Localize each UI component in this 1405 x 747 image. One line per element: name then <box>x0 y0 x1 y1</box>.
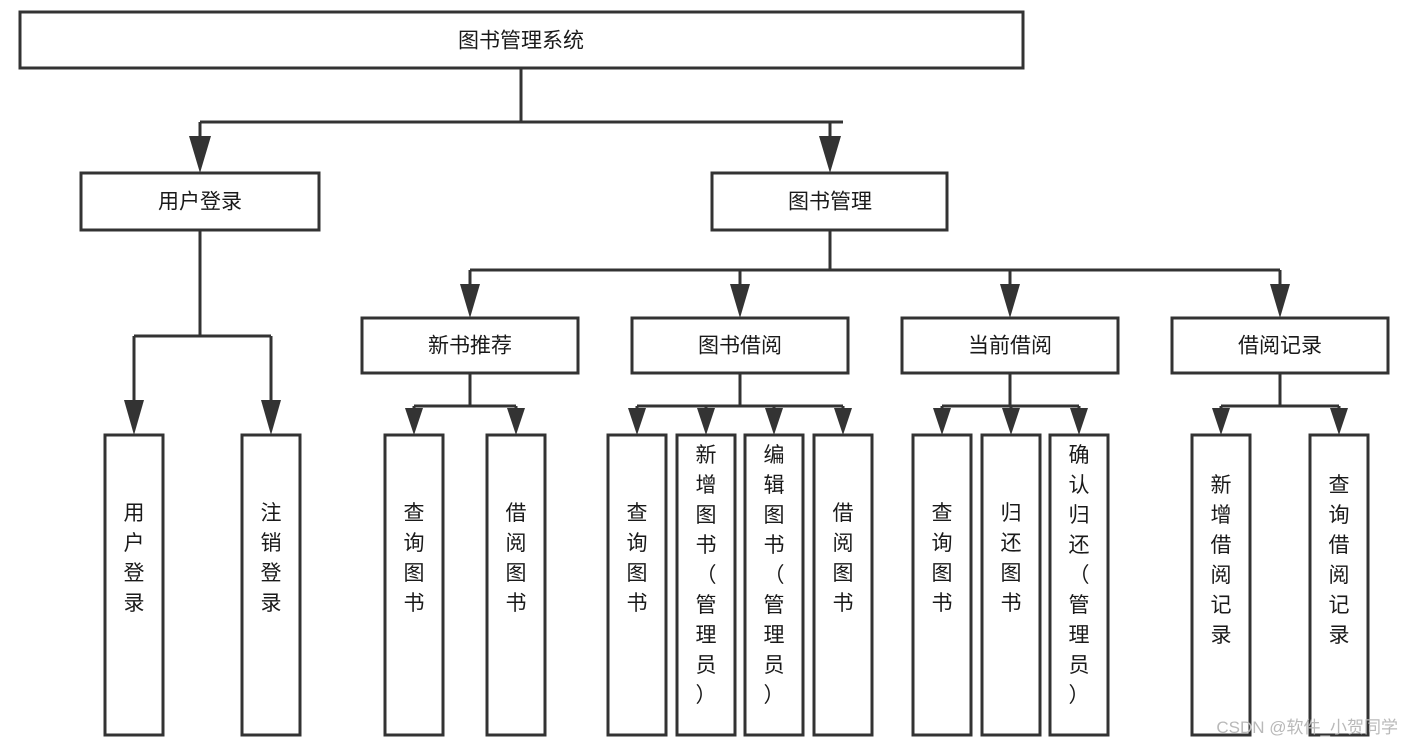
node-box-shape[interactable] <box>103 433 165 737</box>
node-book-management[interactable]: 图书管理 <box>710 171 949 232</box>
arrow-head-icon <box>507 408 525 435</box>
edge-bookmgmt-to-level3 <box>460 230 1290 318</box>
node-leaf-confirm-return-admin[interactable]: 确认归还（管理员） <box>1048 433 1110 737</box>
arrow-head-icon <box>1002 408 1020 435</box>
node-leaf-edit-book-admin[interactable]: 编辑图书（管理员） <box>743 433 805 737</box>
arrow-head-icon <box>628 408 646 435</box>
node-leaf-query-book-2[interactable]: 查询图书 <box>606 433 668 737</box>
node-box-shape[interactable] <box>1308 433 1370 737</box>
edge-record-to-children <box>1212 373 1348 435</box>
arrow-head-icon <box>1000 284 1020 318</box>
edge-root-to-level2 <box>189 68 843 173</box>
node-label: 注销登录 <box>261 502 282 615</box>
node-box-shape[interactable] <box>980 433 1042 737</box>
node-label: 图书借阅 <box>698 335 782 358</box>
node-box-shape[interactable] <box>485 433 547 737</box>
arrow-head-icon <box>1330 408 1348 435</box>
node-book-borrow[interactable]: 图书借阅 <box>630 316 850 375</box>
node-label: 编辑图书（管理员） <box>764 444 785 707</box>
arrow-head-icon <box>189 136 211 173</box>
node-label: 确认归还（管理员） <box>1069 444 1090 707</box>
node-leaf-query-borrow-record[interactable]: 查询借阅记录 <box>1308 433 1370 737</box>
arrow-head-icon <box>765 408 783 435</box>
arrow-head-icon <box>1270 284 1290 318</box>
node-box-shape[interactable] <box>675 433 737 737</box>
node-label: 当前借阅 <box>968 335 1052 358</box>
node-label: 查询图书 <box>404 502 425 615</box>
node-label: 用户登录 <box>158 191 242 214</box>
arrow-head-icon <box>124 400 144 435</box>
node-leaf-logout[interactable]: 注销登录 <box>240 433 302 737</box>
arrow-head-icon <box>933 408 951 435</box>
node-box-shape[interactable] <box>18 10 1025 70</box>
arrow-head-icon <box>460 284 480 318</box>
node-current-borrow[interactable]: 当前借阅 <box>900 316 1120 375</box>
node-layer: 图书管理系统 用户登录 图书管理 新书推荐 图书借阅 当前 <box>18 10 1390 737</box>
arrow-head-icon <box>261 400 281 435</box>
node-box-shape[interactable] <box>606 433 668 737</box>
node-leaf-return-book[interactable]: 归还图书 <box>980 433 1042 737</box>
node-label: 新增图书（管理员） <box>696 444 717 707</box>
edge-newbook-to-children <box>405 373 525 435</box>
node-box-shape[interactable] <box>812 433 874 737</box>
node-box-shape[interactable] <box>743 433 805 737</box>
arrow-head-icon <box>1070 408 1088 435</box>
node-leaf-add-borrow-record[interactable]: 新增借阅记录 <box>1190 433 1252 737</box>
node-box-shape[interactable] <box>710 171 949 232</box>
arrow-head-icon <box>697 408 715 435</box>
node-user-login[interactable]: 用户登录 <box>79 171 321 232</box>
arrow-head-icon <box>730 284 750 318</box>
node-label: 借阅图书 <box>506 502 527 615</box>
node-label: 查询图书 <box>932 502 953 615</box>
arrow-head-icon <box>1212 408 1230 435</box>
node-label: 借阅记录 <box>1238 335 1322 358</box>
node-box-shape[interactable] <box>360 316 580 375</box>
node-box-shape[interactable] <box>1190 433 1252 737</box>
node-label: 查询图书 <box>627 502 648 615</box>
node-leaf-query-book-3[interactable]: 查询图书 <box>911 433 973 737</box>
edge-borrow-to-children <box>628 373 852 435</box>
node-label: 新增借阅记录 <box>1211 474 1232 647</box>
node-new-book-recommend[interactable]: 新书推荐 <box>360 316 580 375</box>
arrow-head-icon <box>819 136 841 173</box>
node-label: 查询借阅记录 <box>1329 474 1350 647</box>
node-label: 图书管理系统 <box>458 30 584 53</box>
node-leaf-user-login[interactable]: 用户登录 <box>103 433 165 737</box>
node-box-shape[interactable] <box>240 433 302 737</box>
node-box-shape[interactable] <box>630 316 850 375</box>
node-box-shape[interactable] <box>1048 433 1110 737</box>
node-box-shape[interactable] <box>383 433 445 737</box>
node-leaf-borrow-book-2[interactable]: 借阅图书 <box>812 433 874 737</box>
csdn-watermark: CSDN @软件_小贺同学 <box>1216 718 1398 737</box>
node-box-shape[interactable] <box>911 433 973 737</box>
node-box-shape[interactable] <box>900 316 1120 375</box>
node-leaf-add-book-admin[interactable]: 新增图书（管理员） <box>675 433 737 737</box>
node-box-shape[interactable] <box>1170 316 1390 375</box>
node-label: 新书推荐 <box>428 335 512 358</box>
edge-current-to-children <box>933 373 1088 435</box>
node-label: 归还图书 <box>1001 502 1022 615</box>
node-label: 借阅图书 <box>833 502 854 615</box>
node-leaf-query-book-1[interactable]: 查询图书 <box>383 433 445 737</box>
node-box-shape[interactable] <box>79 171 321 232</box>
node-label: 图书管理 <box>788 191 872 214</box>
arrow-head-icon <box>405 408 423 435</box>
connector-layer <box>124 68 1348 435</box>
node-borrow-record[interactable]: 借阅记录 <box>1170 316 1390 375</box>
edge-userlogin-to-children <box>124 230 281 435</box>
node-root[interactable]: 图书管理系统 <box>18 10 1025 70</box>
node-label: 用户登录 <box>124 502 145 615</box>
node-leaf-borrow-book-1[interactable]: 借阅图书 <box>485 433 547 737</box>
arrow-head-icon <box>834 408 852 435</box>
